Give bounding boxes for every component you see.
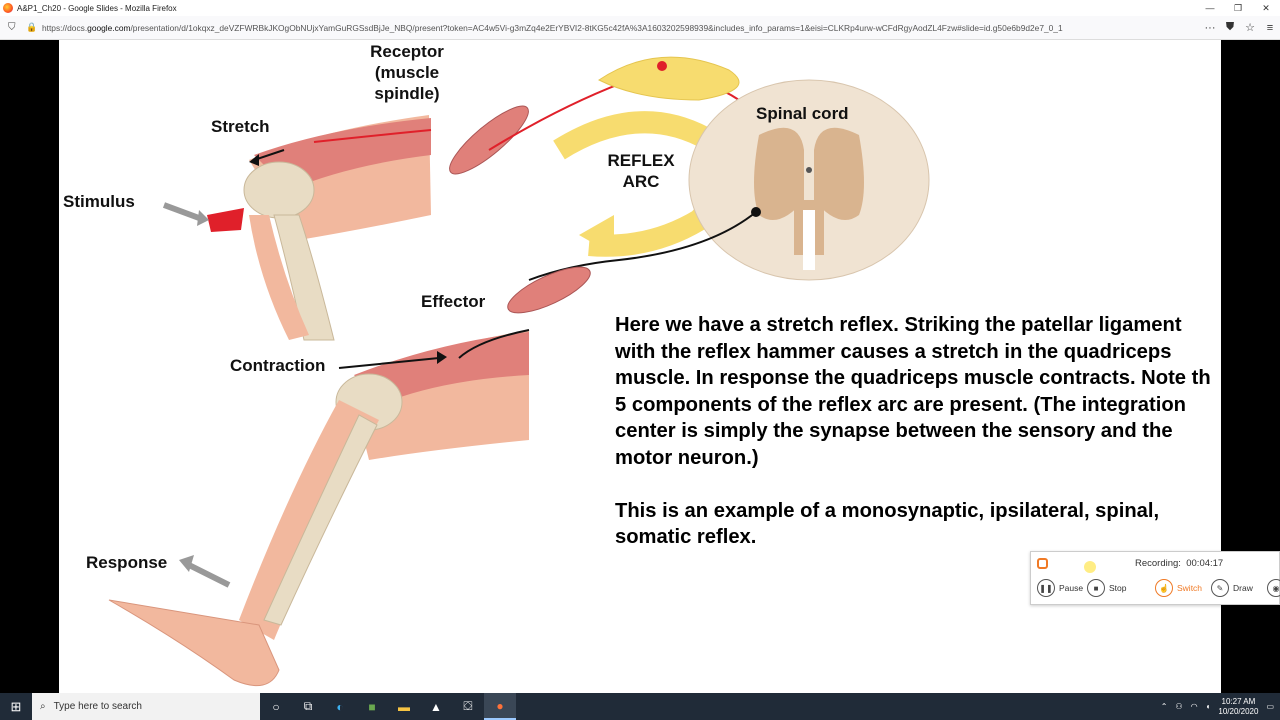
windows-start-icon[interactable]: ⊞ <box>10 698 22 714</box>
clock-time: 10:27 AM <box>1221 696 1256 706</box>
file-explorer-icon[interactable]: ▬ <box>398 699 410 714</box>
system-tray: ⌃ ⚇ ◠ ◖ 10:27 AM 10/20/2020 ▭ <box>1161 697 1280 717</box>
label-contraction: Contraction <box>230 356 326 375</box>
taskbar: ⊞ ⌕ Type here to search ○ ⧉ ◐ ■ ▬ ▲ ⛋ ● … <box>0 693 1280 720</box>
switch-label: Switch <box>1177 583 1203 593</box>
pause-icon: ❚❚ <box>1037 579 1055 597</box>
minecraft-icon[interactable]: ■ <box>368 699 376 714</box>
stop-label: Stop <box>1109 583 1127 593</box>
slide-body-text: Here we have a stretch reflex. Striking … <box>615 312 1215 577</box>
label-effector: Effector <box>421 292 486 311</box>
pocket-icon[interactable]: ⛊ <box>1225 21 1235 33</box>
reflex-arc-illustration <box>108 56 930 687</box>
draw-label: Draw <box>1233 583 1253 593</box>
slide-paragraph-2: This is an example of a monosynaptic, ip… <box>615 499 1160 549</box>
firefox-taskbar-icon[interactable]: ● <box>484 693 516 720</box>
label-reflex-arc: REFLEX ARC <box>596 150 686 192</box>
cortana-icon[interactable]: ○ <box>272 699 280 714</box>
clock-date: 10/20/2020 <box>1218 706 1259 716</box>
label-receptor-sub2: spindle) <box>374 84 440 103</box>
shield-icon[interactable]: ⛉ <box>8 22 16 33</box>
label-stretch: Stretch <box>211 117 270 136</box>
wifi-icon[interactable]: ◠ <box>1190 702 1198 711</box>
edge-icon[interactable]: ◐ <box>336 699 344 714</box>
recording-status-label: Recording: <box>1135 558 1181 569</box>
photos-icon[interactable]: ▲ <box>430 699 442 714</box>
recording-status: Recording: 00:04:17 <box>1135 558 1223 569</box>
label-receptor-title: Receptor <box>370 42 444 61</box>
window-titlebar: A&P1_Ch20 - Google Slides - Mozilla Fire… <box>0 0 1280 16</box>
label-stimulus: Stimulus <box>63 192 135 211</box>
bookmark-star-icon[interactable]: ☆ <box>1245 22 1255 34</box>
search-icon: ⌕ <box>40 701 46 712</box>
menu-icon[interactable]: ≡ <box>1266 21 1274 34</box>
recording-time: 00:04:17 <box>1186 558 1224 569</box>
taskbar-search[interactable]: ⌕ Type here to search <box>32 693 260 720</box>
switch-button[interactable]: ☝ Switch <box>1155 579 1202 597</box>
draw-button[interactable]: ✎ Draw <box>1211 579 1253 597</box>
firefox-icon <box>3 3 13 13</box>
volume-icon[interactable]: ◖ <box>1205 702 1211 711</box>
slide-paragraph-1: Here we have a stretch reflex. Striking … <box>615 314 1211 469</box>
label-arc: ARC <box>622 172 660 191</box>
window-title: A&P1_Ch20 - Google Slides - Mozilla Fire… <box>17 3 177 13</box>
mouse-cursor-highlight <box>1084 561 1096 573</box>
pause-button[interactable]: ❚❚ Pause <box>1037 579 1083 597</box>
minimize-icon[interactable]: — <box>1205 3 1215 13</box>
label-receptor: Receptor (muscle spindle) <box>347 41 467 104</box>
recorder-logo-icon <box>1037 558 1048 569</box>
label-reflex: REFLEX <box>607 151 675 170</box>
stop-button[interactable]: ■ Stop <box>1087 579 1127 597</box>
label-response: Response <box>86 553 168 572</box>
close-icon[interactable]: ✕ <box>1262 2 1270 13</box>
presentation-slide: Receptor (muscle spindle) Stretch Stimul… <box>59 40 1221 693</box>
label-receptor-sub: (muscle <box>374 63 440 82</box>
recording-widget[interactable]: Recording: 00:04:17 ❚❚ Pause ■ Stop ☝ Sw… <box>1030 551 1280 605</box>
network-icon[interactable]: ⚇ <box>1175 702 1183 711</box>
lock-icon[interactable]: 🔒 <box>26 22 38 32</box>
pause-label: Pause <box>1059 583 1084 593</box>
task-view-icon[interactable]: ⧉ <box>303 699 313 713</box>
camera-icon: ◉ <box>1267 579 1280 597</box>
hand-icon: ☝ <box>1155 579 1173 597</box>
notification-icon[interactable]: ▭ <box>1266 702 1274 711</box>
search-placeholder: Type here to search <box>53 701 142 712</box>
pencil-icon: ✎ <box>1211 579 1229 597</box>
address-bar[interactable]: ⛉ 🔒 https://docs.google.com/presentation… <box>0 16 1280 40</box>
stop-icon: ■ <box>1087 579 1105 597</box>
url-text[interactable]: https://docs.google.com/presentation/d/1… <box>42 22 1063 33</box>
store-icon[interactable]: ⛋ <box>463 699 473 713</box>
clock[interactable]: 10:27 AM 10/20/2020 <box>1218 697 1258 717</box>
restore-icon[interactable]: ❐ <box>1233 2 1243 13</box>
camera-button[interactable]: ◉ <box>1267 579 1280 597</box>
label-spinal-cord: Spinal cord <box>756 104 849 123</box>
chevron-up-icon[interactable]: ⌃ <box>1160 702 1168 711</box>
more-actions-icon[interactable]: ··· <box>1204 21 1216 34</box>
